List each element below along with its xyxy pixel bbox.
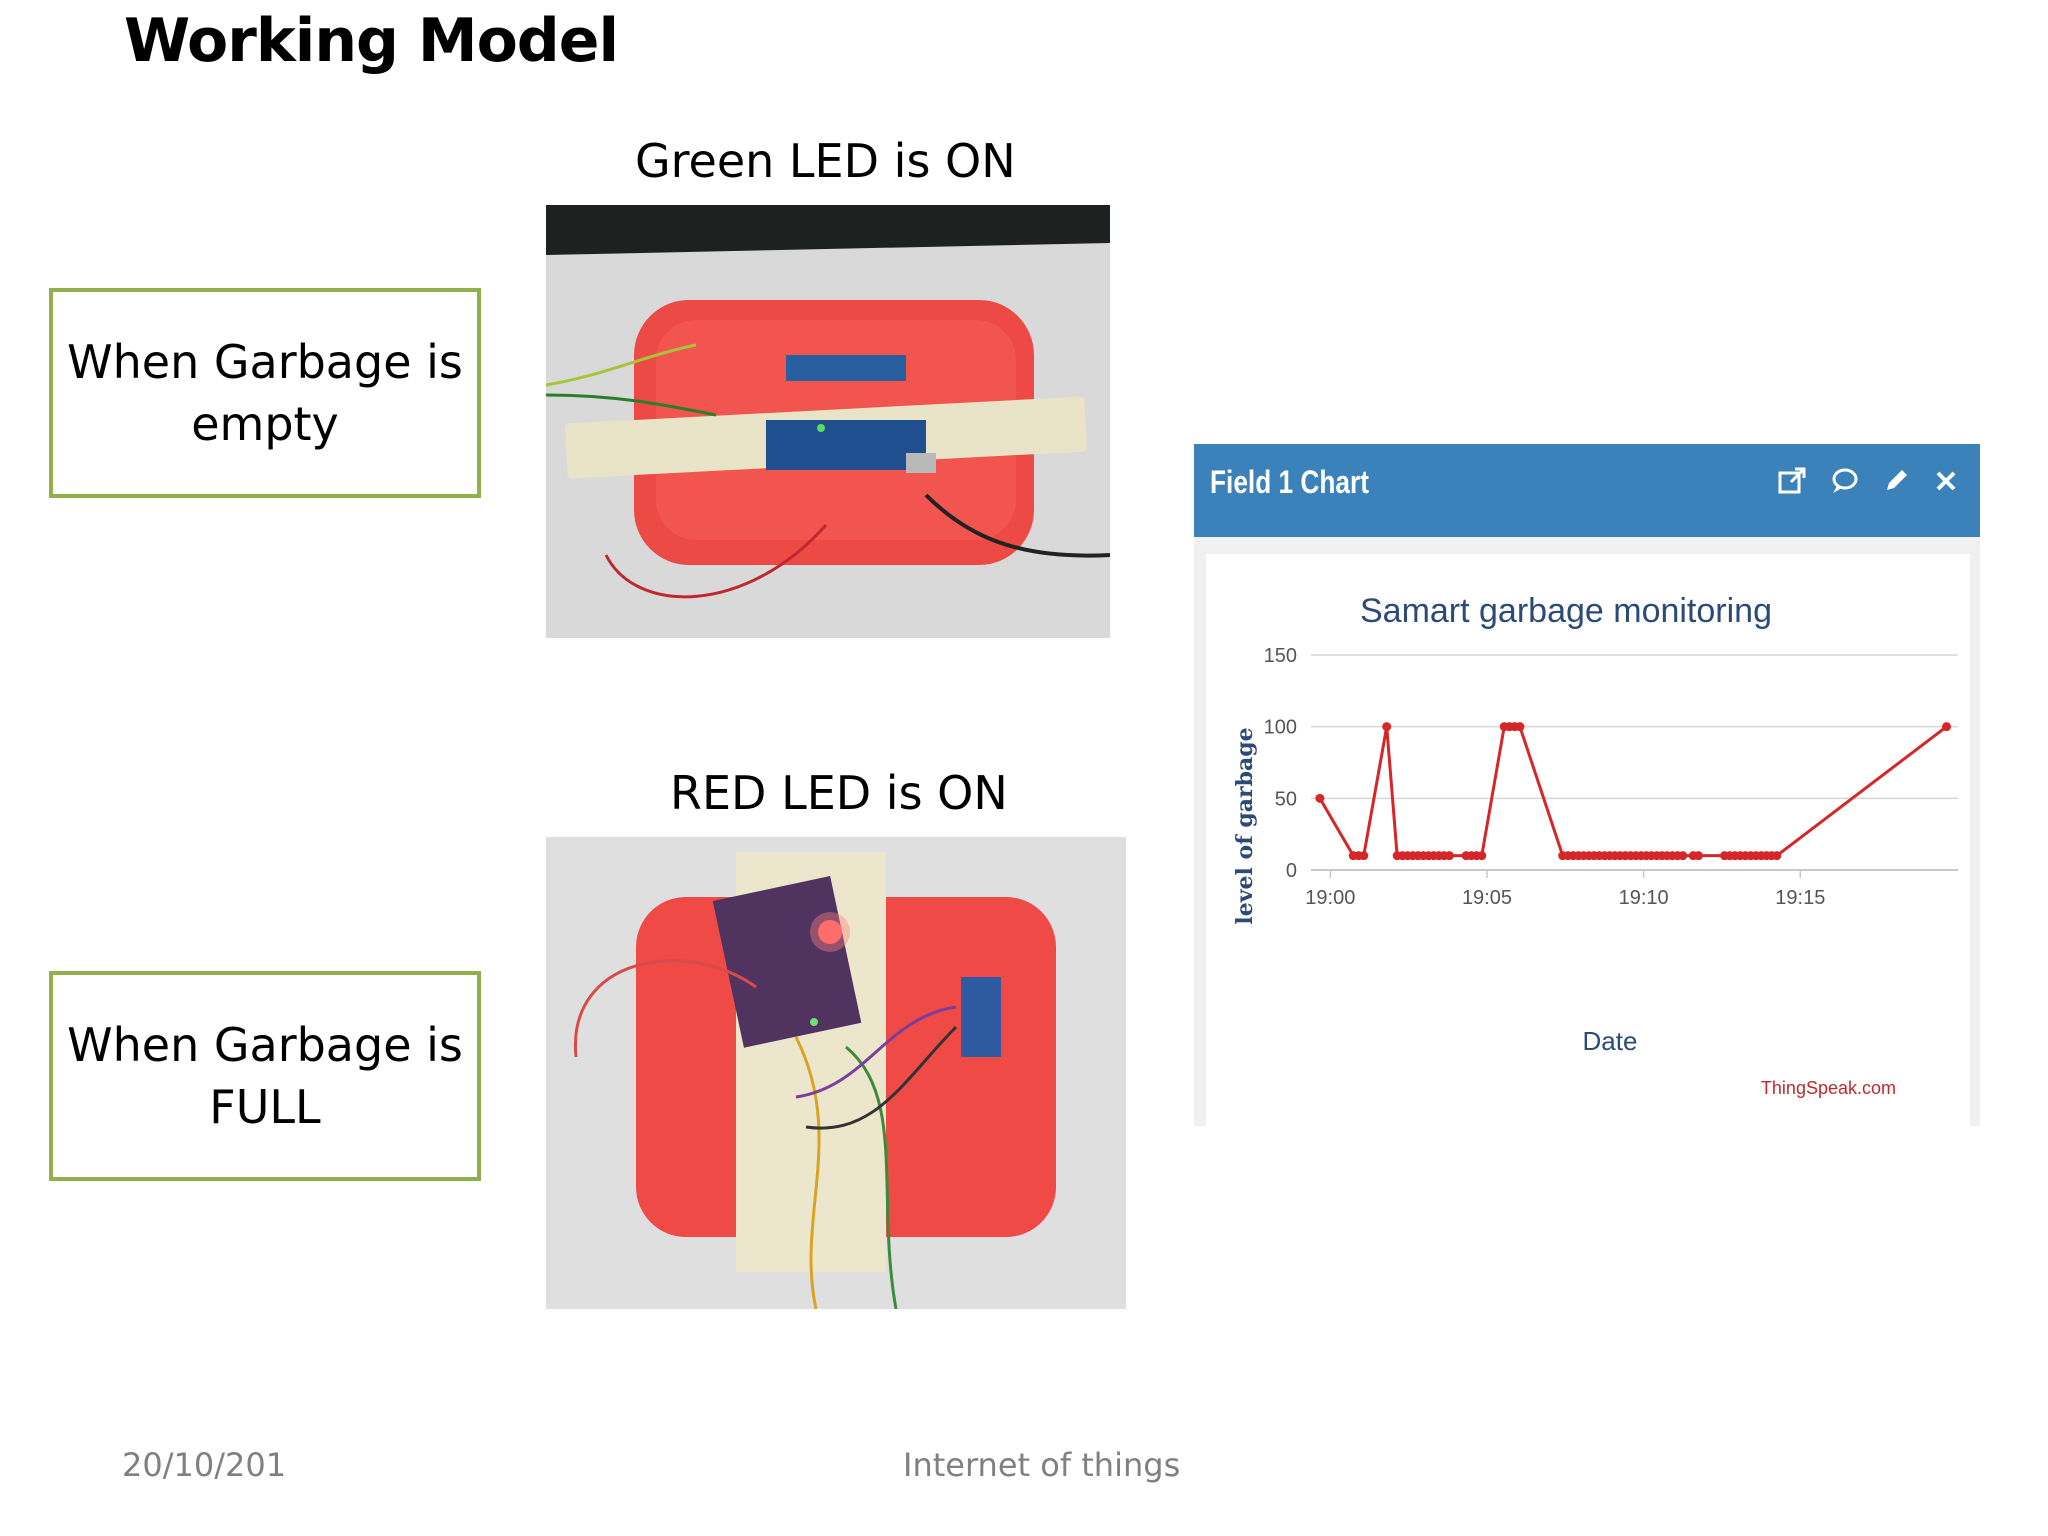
- full-state-line2: FULL: [209, 1080, 321, 1134]
- slide-title: Working Model: [124, 6, 619, 76]
- data-point: [1515, 722, 1525, 732]
- comment-icon[interactable]: [1824, 466, 1864, 506]
- chart-credit: ThingSpeak.com: [1761, 1078, 1896, 1098]
- red-led-photo: [546, 837, 1126, 1309]
- full-state-box: When Garbage is FULL: [49, 971, 481, 1181]
- data-point: [1942, 722, 1952, 732]
- field-chart-widget: Field 1 Chart Samart garbage monitoring …: [1194, 444, 1980, 1126]
- data-point: [1693, 851, 1703, 861]
- x-tick-label: 19:10: [1619, 887, 1669, 909]
- y-tick-label: 150: [1264, 645, 1297, 667]
- green-led-caption: Green LED is ON: [635, 134, 1016, 188]
- y-tick-label: 0: [1286, 860, 1297, 882]
- full-state-line1: When Garbage is: [67, 1018, 463, 1072]
- data-point: [1678, 851, 1688, 861]
- empty-state-line2: empty: [191, 397, 339, 451]
- data-point: [1477, 851, 1487, 861]
- x-tick-label: 19:15: [1775, 887, 1825, 909]
- pencil-icon[interactable]: [1876, 466, 1916, 506]
- empty-state-box: When Garbage is empty: [49, 288, 481, 498]
- chart-panel: Samart garbage monitoring level of garba…: [1206, 554, 1970, 1126]
- x-axis-label: Date: [1583, 1026, 1638, 1056]
- y-axis-label: level of garbage: [1232, 727, 1258, 924]
- red-led-caption: RED LED is ON: [670, 766, 1008, 820]
- data-point: [1315, 793, 1325, 803]
- footer-date: 20/10/201: [122, 1446, 287, 1484]
- data-point: [1359, 851, 1369, 861]
- data-point: [1444, 851, 1454, 861]
- chart-title: Samart garbage monitoring: [1360, 592, 1772, 630]
- x-tick-label: 19:00: [1305, 887, 1355, 909]
- empty-state-line1: When Garbage is: [67, 335, 463, 389]
- external-link-icon[interactable]: [1772, 466, 1812, 506]
- y-tick-label: 50: [1275, 788, 1297, 810]
- close-icon[interactable]: [1926, 466, 1966, 506]
- y-tick-label: 100: [1264, 717, 1297, 739]
- green-led-photo: [546, 205, 1110, 638]
- x-tick-label: 19:05: [1462, 887, 1512, 909]
- widget-title: Field 1 Chart: [1210, 464, 1369, 500]
- garbage-level-chart: Samart garbage monitoring level of garba…: [1232, 592, 1958, 1098]
- footer-title: Internet of things: [903, 1446, 1181, 1484]
- data-point: [1382, 722, 1392, 732]
- data-point: [1772, 851, 1782, 861]
- widget-header: Field 1 Chart: [1194, 444, 1980, 537]
- series-line: [1318, 725, 1948, 858]
